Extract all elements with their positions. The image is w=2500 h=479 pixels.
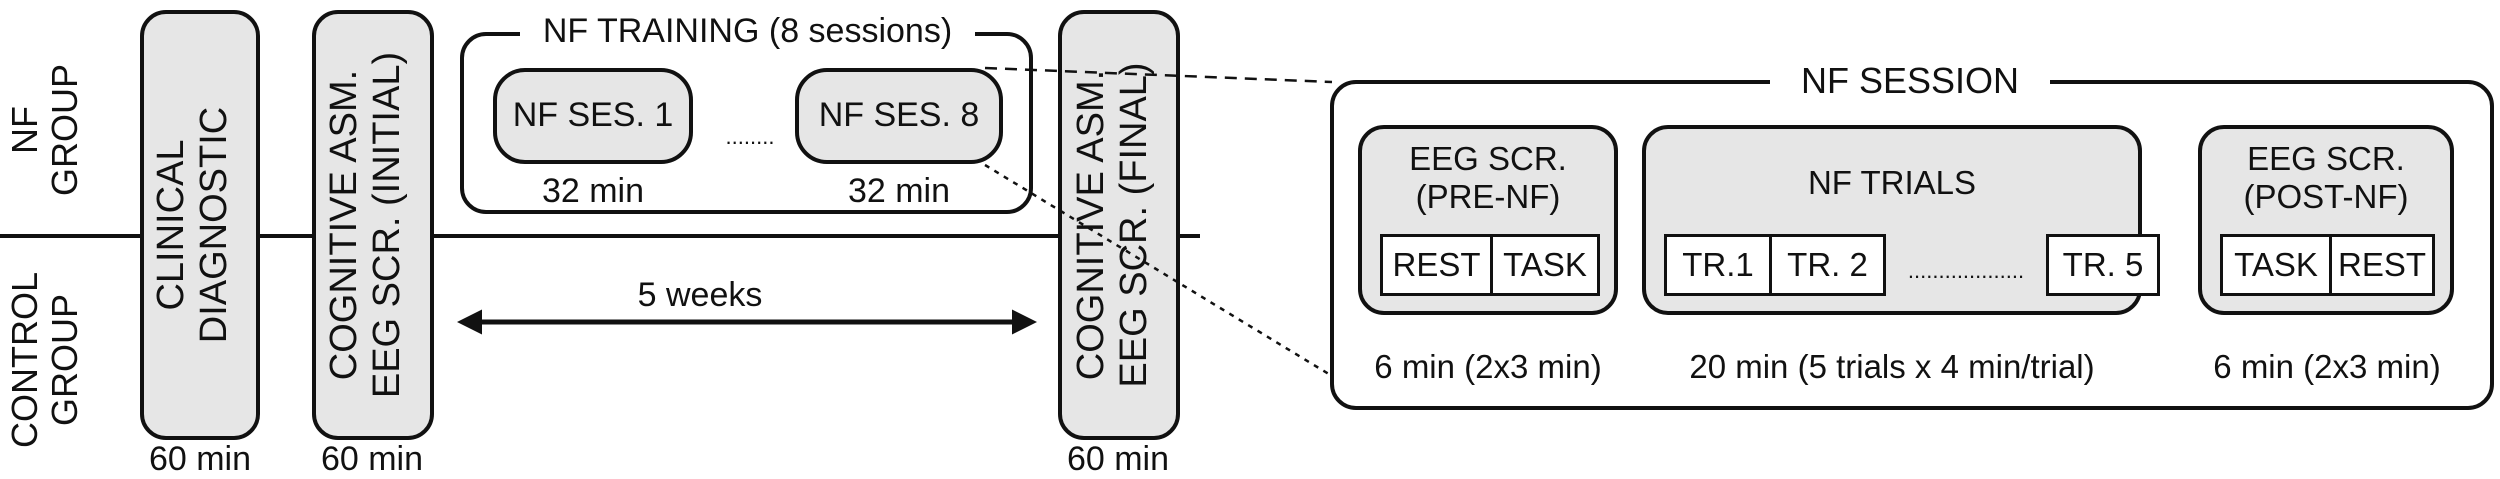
nf-session-8-label: NF SES. 8 — [818, 96, 980, 134]
nf-session-1-duration: 32 min — [541, 172, 645, 210]
zoom-line-top — [984, 66, 1333, 84]
post-nf-duration: 6 min (2x3 min) — [2213, 348, 2441, 385]
nf-trials-title: NF TRIALS — [1807, 164, 1977, 201]
initial-duration: 60 min — [320, 440, 424, 478]
pre-nf-rest-cell: REST — [1380, 234, 1493, 296]
trial-5-cell: TR. 5 — [2046, 234, 2160, 296]
final-assessment-box — [1058, 10, 1180, 440]
nf-session-1-label: NF SES. 1 — [512, 96, 674, 134]
trials-ellipsis: ................... — [1907, 258, 2025, 283]
post-nf-task-cell: TASK — [2220, 234, 2332, 296]
nf-trials-duration: 20 min (5 trials x 4 min/trial) — [1689, 348, 2095, 385]
trial-2-cell: TR. 2 — [1769, 234, 1886, 296]
nf-session-8-box — [795, 68, 1003, 164]
five-weeks-label: 5 weeks — [637, 276, 763, 314]
zoom-line-bottom — [984, 163, 1333, 378]
initial-assessment-box — [312, 10, 434, 440]
post-nf-title: EEG SCR. (POST-NF) — [2243, 140, 2409, 215]
nf-session-1-box — [493, 68, 693, 164]
pre-nf-title: EEG SCR. (PRE-NF) — [1409, 140, 1567, 215]
nf-session-panel-title: NF SESSION — [1770, 60, 2050, 102]
timeline-line — [0, 234, 1200, 238]
post-nf-rest-cell: REST — [2329, 234, 2435, 296]
nf-session-8-duration: 32 min — [847, 172, 951, 210]
nf-sessions-ellipsis: ........ — [725, 124, 775, 149]
pre-nf-duration: 6 min (2x3 min) — [1374, 348, 1602, 385]
nf-training-title: NF TRAINING (8 sessions) — [520, 12, 975, 51]
clinical-diagnostic-box — [140, 10, 260, 440]
final-duration: 60 min — [1066, 440, 1170, 478]
pre-nf-task-cell: TASK — [1490, 234, 1600, 296]
clinical-duration: 60 min — [148, 440, 252, 478]
trial-1-cell: TR.1 — [1664, 234, 1772, 296]
